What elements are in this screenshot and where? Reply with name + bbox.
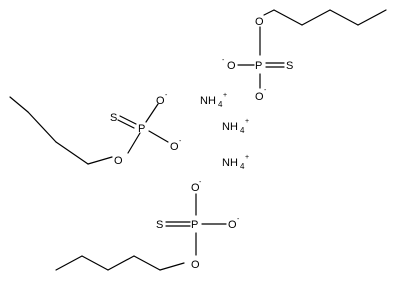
ammonium-subscript: 4 [218,100,223,109]
minus-charge: - [237,216,240,223]
ammonium-cation-2: NH 4 + [222,118,249,135]
p-s-double-bond [117,119,135,129]
p-o-bond [148,130,169,143]
c-o-bond [159,262,185,271]
p-o-bond [145,103,159,123]
c-c-bond [273,9,303,26]
c-o-bond [263,9,275,16]
minus-charge: - [165,92,168,99]
minus-charge: - [222,57,225,64]
ammonium-subscript: 4 [240,126,245,135]
sulfur-label: S [110,112,117,124]
ammonium-cation-1: NH 4 + [200,92,227,109]
ammonium-subscript: 4 [240,162,245,171]
c-c-bond [55,141,89,165]
ammonium-cation-3: NH 4 + [222,154,249,171]
oxygen-label: O [170,141,179,153]
ammonium-label: NH [222,157,238,169]
sulfur-label: S [286,60,293,72]
phosphorus-label: P [191,219,198,231]
c-c-bond [81,255,109,271]
phosphorus-label: P [255,60,262,72]
c-c-bond [357,9,387,26]
c-c-bond [301,9,331,26]
oxygen-label: O [191,259,200,271]
ammonium-label: NH [222,121,238,133]
c-c-bond [133,255,161,271]
sulfur-label: S [156,219,163,231]
oxygen-label: O [255,91,264,103]
c-c-bond [9,96,29,113]
oxygen-label: O [227,60,236,72]
anion-2-geometry: O P S O - O - [9,92,182,167]
p-s-double-bond [119,115,137,125]
plus-charge: + [223,92,227,99]
oxygen-label: O [255,16,264,28]
c-c-bond [55,255,83,271]
oxygen-label: O [114,155,123,167]
c-o-bond [87,156,113,165]
c-c-bond [329,9,359,26]
minus-charge: - [179,138,182,145]
o-p-bond [127,132,141,154]
plus-charge: + [245,154,249,161]
dibutyl-thiophosphate-anion-3: O P S O - O - [55,179,240,271]
dibutyl-thiophosphate-anion-1: O P O - S O - [222,9,387,103]
minus-charge: - [199,179,202,186]
minus-charge: - [264,87,267,94]
oxygen-label: O [228,219,237,231]
oxygen-label: O [156,95,165,107]
phosphorus-label: P [138,123,145,135]
ammonium-label: NH [200,95,216,107]
oxygen-label: O [191,182,200,194]
c-c-bond [107,255,135,271]
plus-charge: + [245,118,249,125]
c-c-bond [27,111,57,143]
